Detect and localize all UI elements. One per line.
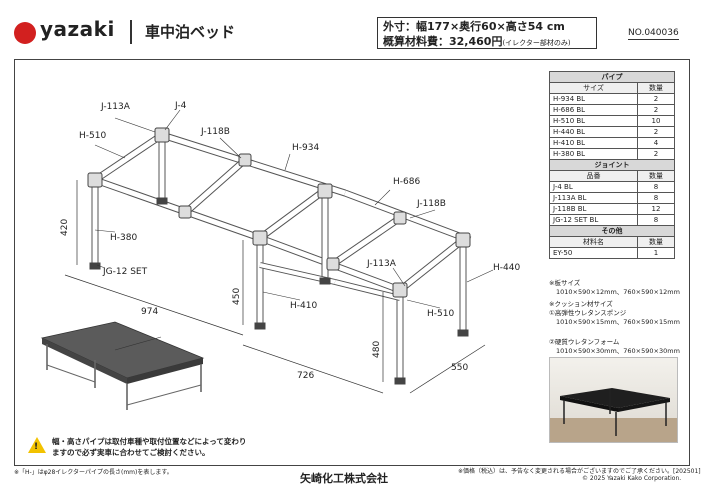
material-cost-value: 概算材料費：32,460円 <box>383 35 503 48</box>
part-qty: 2 <box>637 93 675 105</box>
part-name: H-934 BL <box>549 93 638 105</box>
outer-dimensions: 外寸：幅177×奥行60×高さ54 cm <box>383 20 565 33</box>
pipe-section-header: パイプ <box>549 71 675 83</box>
dim-550: 550 <box>451 363 468 373</box>
label-j118b-mid: J-118B <box>416 199 446 209</box>
board-size-values: 1010×590×12mm、760×590×12mm <box>556 288 680 296</box>
part-name: H-510 BL <box>549 115 638 127</box>
cushion2-title: ②硬質ウレタンフォーム <box>549 338 620 346</box>
header-divider <box>130 20 132 44</box>
material-cost: 概算材料費：32,460円(イレクター部材のみ) <box>383 33 571 49</box>
dim-420: 420 <box>60 219 70 236</box>
pipe-length-note: ※「H-」はφ28イレクターパイプの長さ(mm)を表します。 <box>14 469 173 476</box>
part-name: J-118B BL <box>549 203 638 215</box>
label-jg12-set: JG-12 SET <box>102 267 148 277</box>
part-qty: 8 <box>637 181 675 193</box>
part-qty: 8 <box>637 214 675 226</box>
company-name: 矢崎化工株式会社 <box>300 472 388 485</box>
copyright: © 2025 Yazaki Kako Corporation. <box>582 475 682 482</box>
cushion1-sizes: 1010×590×15mm、760×590×15mm <box>556 318 680 326</box>
cushion-size-title: ※クッション材サイズ <box>549 300 613 308</box>
yazaki-logo-icon <box>14 22 36 44</box>
part-qty: 2 <box>637 126 675 138</box>
part-name: H-410 BL <box>549 137 638 149</box>
frame-drawing: J-113A J-4 H-510 J-118B H-934 H-686 J-11… <box>40 101 520 410</box>
part-qty: 1 <box>637 247 675 259</box>
joint-section-title: ジョイント <box>549 159 675 171</box>
finished-bed-illustration <box>40 321 205 410</box>
label-h510-top: H-510 <box>79 131 106 141</box>
pipe-section-title: パイプ <box>549 71 675 83</box>
part-qty: 10 <box>637 115 675 127</box>
warning-icon <box>28 437 46 453</box>
other-column-header: 材料名数量 <box>549 236 675 248</box>
document-number: NO.040036 <box>628 28 679 40</box>
label-h510-bottom: H-510 <box>427 309 454 319</box>
cushion1-title: ①高弾性ウレタンスポンジ <box>549 309 627 317</box>
other-section-title: その他 <box>549 225 675 237</box>
warning-text: 幅・高さパイプは取付車種や取付位置などによって変わり ますので必ず実車に合わせて… <box>52 436 246 458</box>
price-note: ※価格（税込）は、予告なく変更される場合がございますのでご了承ください。[202… <box>458 468 701 475</box>
warning-line-1: 幅・高さパイプは取付車種や取付位置などによって変わり <box>52 437 247 446</box>
label-h410: H-410 <box>290 301 317 311</box>
pipe-column-header: サイズ数量 <box>549 82 675 94</box>
part-qty: 12 <box>637 203 675 215</box>
board-size-title: ※板サイズ <box>549 279 581 287</box>
part-qty: 2 <box>637 148 675 160</box>
column-header-name: 材料名 <box>549 236 638 248</box>
part-qty: 8 <box>637 192 675 204</box>
part-name: J-4 BL <box>549 181 638 193</box>
warning-line-2: ますので必ず実車に合わせてご検討ください。 <box>52 448 210 457</box>
part-name: JG-12 SET BL <box>549 214 638 226</box>
part-name: H-380 BL <box>549 148 638 160</box>
label-j113a-top: J-113A <box>100 102 131 112</box>
product-photo <box>549 357 678 443</box>
other-section-header: その他 <box>549 225 675 237</box>
column-header-qty: 数量 <box>637 170 675 182</box>
part-name: EY-50 <box>549 247 638 259</box>
dim-450: 450 <box>232 288 242 305</box>
part-name: H-686 BL <box>549 104 638 116</box>
label-j118b-top: J-118B <box>200 127 230 137</box>
label-h686: H-686 <box>393 177 420 187</box>
cushion2-sizes: 1010×590×30mm、760×590×30mm <box>556 347 680 355</box>
label-h934: H-934 <box>292 143 319 153</box>
label-j113a-mid: J-113A <box>366 259 397 269</box>
column-header-qty: 数量 <box>637 82 675 94</box>
column-header-qty: 数量 <box>637 236 675 248</box>
content-frame <box>14 59 690 466</box>
column-header-name: 品番 <box>549 170 638 182</box>
warning-exclamation-icon: ! <box>34 442 39 452</box>
part-name: H-440 BL <box>549 126 638 138</box>
dim-726: 726 <box>297 371 314 381</box>
column-header-name: サイズ <box>549 82 638 94</box>
part-qty: 2 <box>637 104 675 116</box>
label-h380: H-380 <box>110 233 137 243</box>
page-title: 車中泊ベッド <box>145 23 236 41</box>
joint-section-header: ジョイント <box>549 159 675 171</box>
spec-box <box>377 17 597 49</box>
part-qty: 4 <box>637 137 675 149</box>
joint-column-header: 品番数量 <box>549 170 675 182</box>
dim-480: 480 <box>372 341 382 358</box>
label-j4: J-4 <box>174 101 187 111</box>
label-h440: H-440 <box>493 263 520 273</box>
part-name: J-113A BL <box>549 192 638 204</box>
brand-logo-text: yazaki <box>40 17 115 41</box>
dim-974: 974 <box>141 307 158 317</box>
material-cost-note: (イレクター部材のみ) <box>502 39 571 47</box>
